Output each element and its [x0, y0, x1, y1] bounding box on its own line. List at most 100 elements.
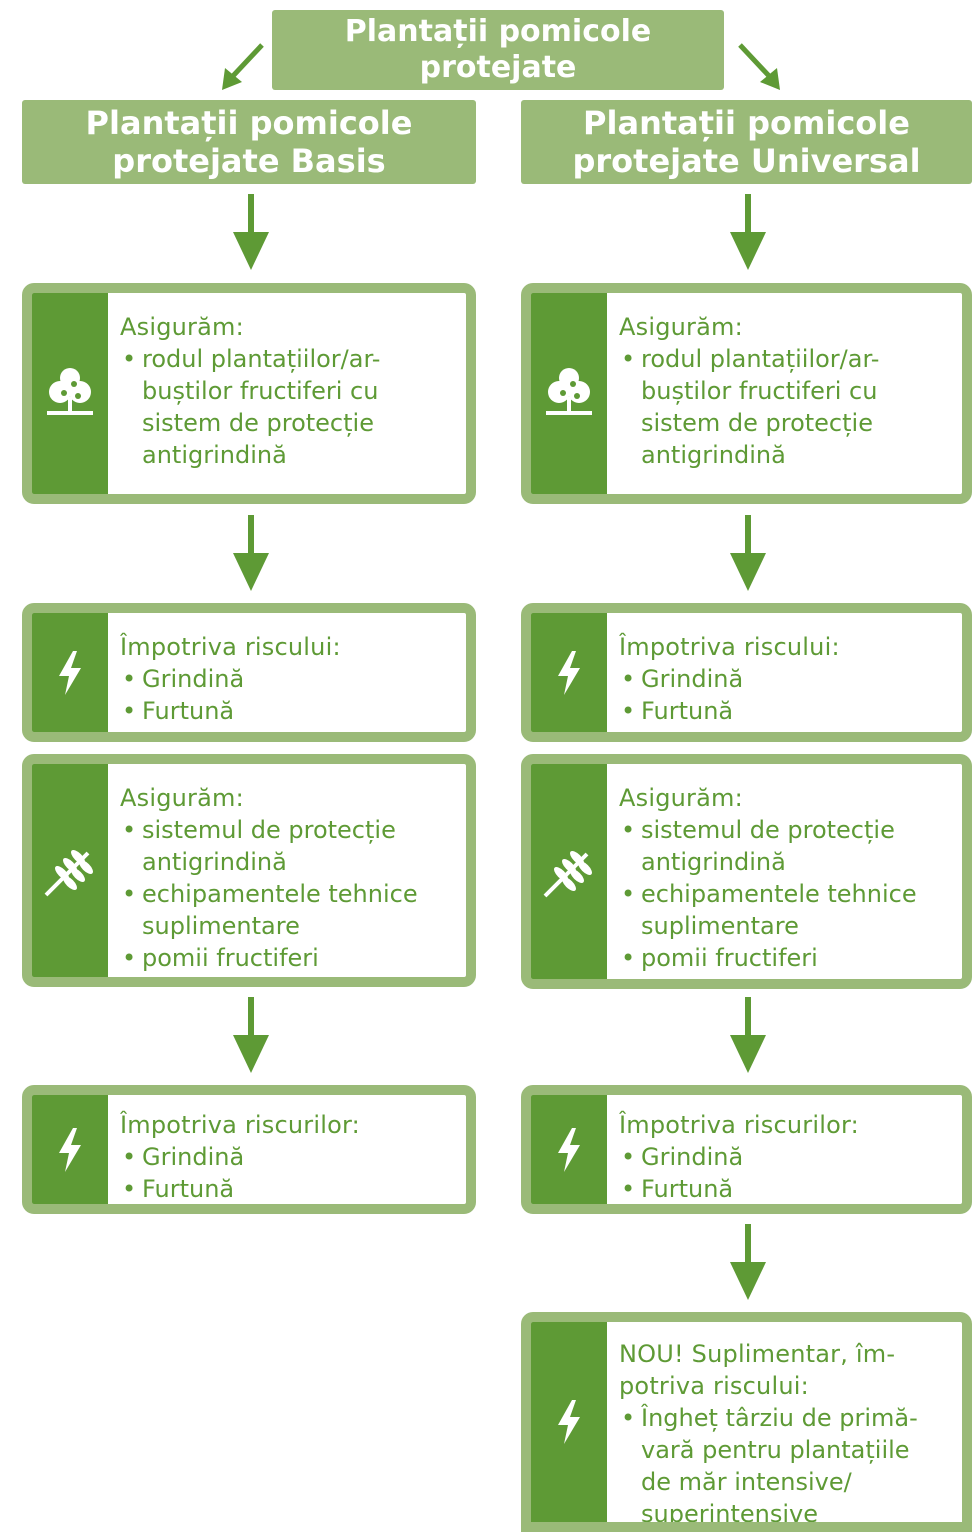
box-title: Împotriva riscurilor:: [619, 1111, 859, 1139]
item-line: sistem de protecție: [641, 409, 873, 437]
item-line: Grindină: [641, 1143, 744, 1171]
universal-header-line1: Plantații pomicole: [583, 104, 910, 142]
item-line: buștilor fructiferi cu: [142, 377, 379, 405]
box-text: Împotriva riscurilor: Grindină Furtună: [120, 1109, 462, 1204]
list-item: Îngheț târziu de primă-vară pentru plant…: [619, 1402, 958, 1528]
icon-panel: [531, 764, 607, 979]
box-title-line: potriva riscului:: [619, 1372, 809, 1400]
item-line: antigrindină: [142, 441, 287, 469]
box-title: Împotriva riscului:: [619, 633, 840, 661]
icon-panel: [531, 293, 607, 494]
item-line: de măr intensive/: [641, 1468, 852, 1496]
basis-insured-crop-box: Asigurăm: rodul plantațiilor/ar-buștilor…: [22, 283, 476, 504]
item-line: Furtună: [641, 1175, 734, 1203]
list-item: rodul plantațiilor/ar-buștilor fructifer…: [619, 343, 958, 471]
list-item: Grindină: [120, 663, 462, 695]
list-item: Furtună: [619, 695, 958, 727]
basis-header-line2: protejate Basis: [112, 142, 386, 180]
item-line: Grindină: [142, 1143, 245, 1171]
box-text: Asigurăm: rodul plantațiilor/ar-buștilor…: [120, 311, 462, 471]
basis-header: Plantații pomicole protejate Basis: [22, 100, 476, 184]
wheat-icon: [44, 849, 93, 896]
lightning-icon: [59, 650, 81, 695]
box-text: Împotriva riscului: Grindină Furtună: [120, 631, 462, 727]
box-title: Asigurăm:: [120, 313, 244, 341]
list-item: Furtună: [120, 695, 462, 727]
item-line: echipamentele tehnice: [142, 880, 418, 908]
item-line: pomii fructiferi: [641, 944, 818, 972]
top-header-line1: Plantații pomicole: [344, 14, 652, 49]
list-item: Grindină: [619, 1141, 958, 1173]
universal-risks-box: Împotriva riscurilor: Grindină Furtună: [521, 1085, 972, 1214]
arrow-diagonal-left: [222, 43, 264, 90]
box-title: Asigurăm:: [619, 784, 743, 812]
basis-risks-box: Împotriva riscurilor: Grindină Furtună: [22, 1085, 476, 1214]
box-title-line: NOU! Suplimentar, îm-: [619, 1340, 896, 1368]
lightning-icon: [558, 650, 580, 695]
list-item: Grindină: [619, 663, 958, 695]
arrow-down: [730, 194, 766, 270]
box-text: Împotriva riscului: Grindină Furtună: [619, 631, 958, 727]
arrow-down: [730, 1224, 766, 1300]
item-line: sistemul de protecție: [641, 816, 895, 844]
icon-panel: [531, 1322, 607, 1522]
basis-insured-equipment-box: Asigurăm: sistemul de protecțieantigrind…: [22, 754, 476, 987]
item-line: antigrindină: [641, 441, 786, 469]
box-text: Împotriva riscurilor: Grindină Furtună: [619, 1109, 958, 1204]
icon-panel: [531, 1095, 607, 1204]
arrow-down: [233, 997, 269, 1073]
box-text: Asigurăm: rodul plantațiilor/ar-buștilor…: [619, 311, 958, 471]
list-item: pomii fructiferi: [120, 942, 462, 974]
item-line: antigrindină: [142, 848, 287, 876]
universal-header: Plantații pomicole protejate Universal: [521, 100, 972, 184]
basis-header-line1: Plantații pomicole: [85, 104, 413, 142]
item-line: antigrindină: [641, 848, 786, 876]
box-title: Asigurăm:: [120, 784, 244, 812]
universal-insured-crop-box: Asigurăm: rodul plantațiilor/ar-buștilor…: [521, 283, 972, 504]
universal-insured-equipment-box: Asigurăm: sistemul de protecție antigrind…: [521, 754, 972, 989]
item-line: pomii fructiferi: [142, 944, 319, 972]
arrow-diagonal-right: [738, 43, 780, 90]
box-title: Împotriva riscului:: [120, 633, 341, 661]
arrow-down: [730, 515, 766, 591]
list-item: Grindină: [120, 1141, 462, 1173]
arrow-down: [233, 194, 269, 270]
list-item: echipamentele tehnice suplimentare: [619, 878, 958, 942]
item-line: Furtună: [142, 1175, 235, 1203]
box-text: Asigurăm: sistemul de protecție antigrind…: [619, 782, 958, 974]
item-line: sistem de protecție: [142, 409, 374, 437]
icon-panel: [531, 613, 607, 732]
universal-new-frost-box: NOU! Suplimentar, îm- potriva riscului: …: [521, 1312, 972, 1532]
box-title: Asigurăm:: [619, 313, 743, 341]
lightning-icon: [558, 1400, 580, 1444]
item-line: Grindină: [142, 665, 245, 693]
item-line: vară pentru plantațiile: [641, 1436, 910, 1464]
list-item: rodul plantațiilor/ar-buștilor fructifer…: [120, 343, 462, 471]
icon-panel: [32, 293, 108, 494]
item-line: Furtună: [641, 697, 734, 725]
top-header-line2: protejate: [419, 50, 577, 85]
tree-icon: [47, 367, 93, 415]
arrow-down: [233, 515, 269, 591]
item-line: Grindină: [641, 665, 744, 693]
icon-panel: [32, 1095, 108, 1204]
box-text: NOU! Suplimentar, îm- potriva riscului: …: [619, 1338, 958, 1528]
lightning-icon: [558, 1127, 580, 1172]
lightning-icon: [59, 1127, 81, 1172]
list-item: sistemul de protecție antigrindină: [619, 814, 958, 878]
list-item: Furtună: [619, 1173, 958, 1204]
wheat-icon: [543, 850, 592, 897]
box-title: Împotriva riscurilor:: [120, 1111, 360, 1139]
list-item: pomii fructiferi: [619, 942, 958, 974]
item-line: Îngheț târziu de primă-: [641, 1404, 918, 1432]
item-line: rodul plantațiilor/ar-: [142, 345, 381, 373]
top-header: Plantații pomicole protejate: [272, 10, 724, 90]
item-line: echipamentele tehnice: [641, 880, 917, 908]
arrow-down: [730, 997, 766, 1073]
universal-risk-box: Împotriva riscului: Grindină Furtună: [521, 603, 972, 742]
item-line: suplimentare: [641, 912, 799, 940]
tree-icon: [546, 367, 592, 415]
item-line: superintensive: [641, 1500, 818, 1528]
